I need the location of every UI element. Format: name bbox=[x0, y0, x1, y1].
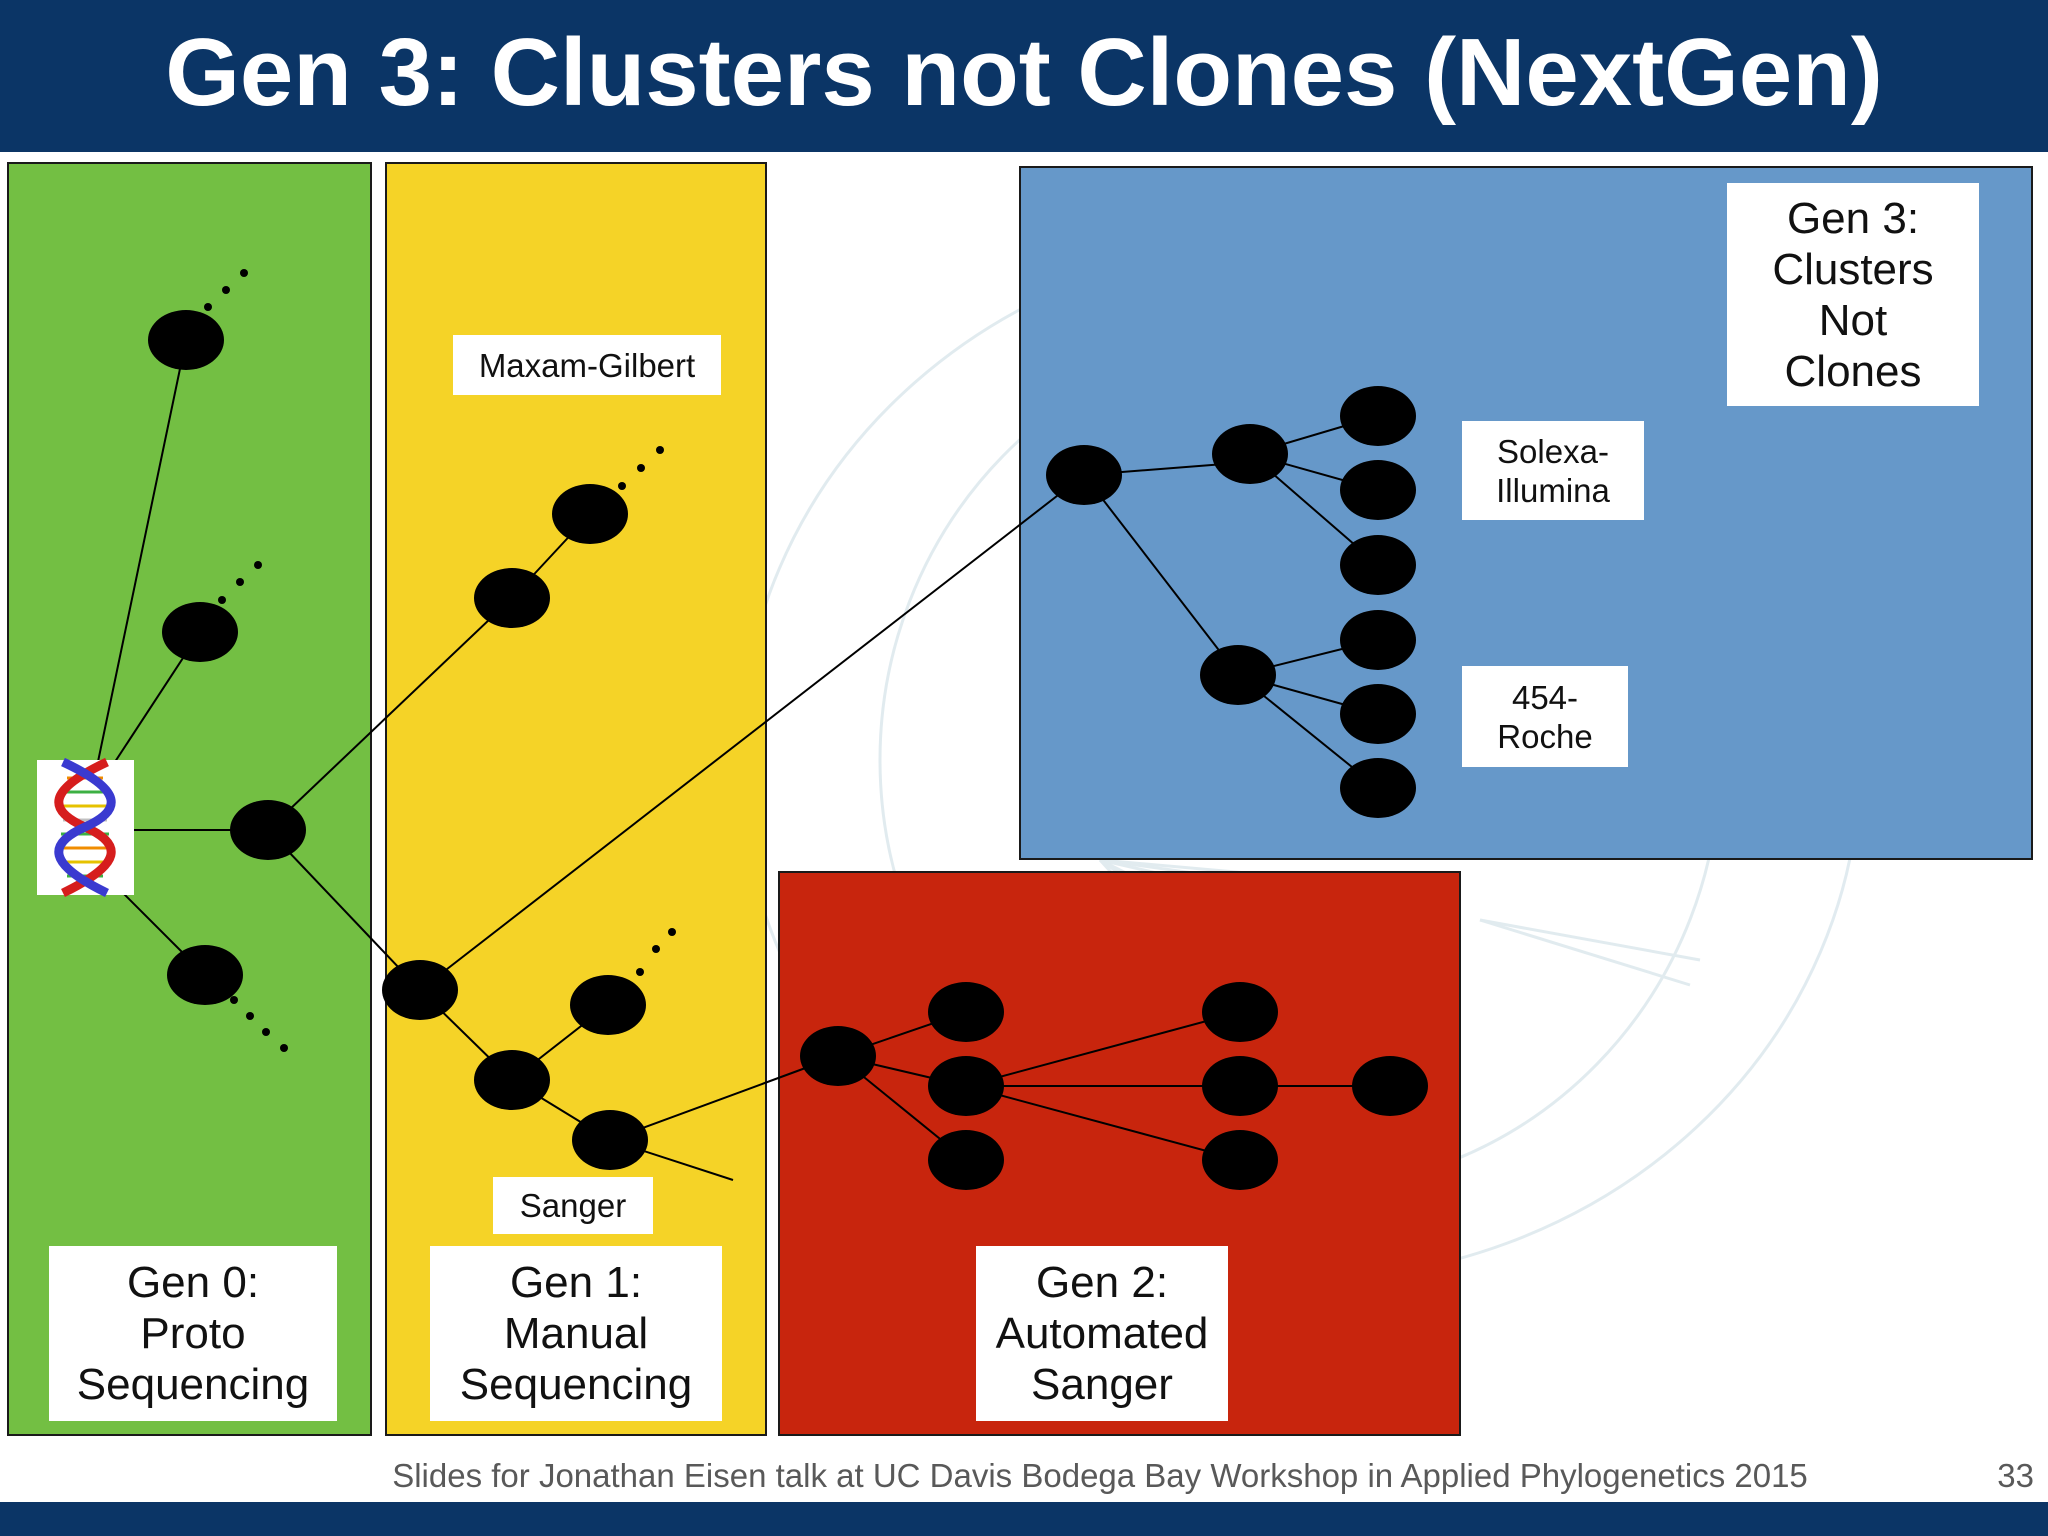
roche-line2: Roche bbox=[1497, 717, 1593, 755]
tree-node bbox=[1340, 684, 1416, 744]
roche-454-label: 454- Roche bbox=[1462, 666, 1628, 767]
tree-node bbox=[1202, 1056, 1278, 1116]
slide-footer: Slides for Jonathan Eisen talk at UC Dav… bbox=[392, 1457, 1808, 1494]
gen2-label-line1: Gen 2: bbox=[1035, 1258, 1169, 1307]
tree-node bbox=[552, 484, 628, 544]
tree-node bbox=[1340, 535, 1416, 595]
tree-node bbox=[1340, 758, 1416, 818]
tree-node bbox=[1212, 424, 1288, 484]
gen1-label-line2: Manual bbox=[503, 1309, 649, 1358]
gen3-label: Gen 3: Clusters Not Clones bbox=[1727, 183, 1979, 406]
gen0-label-line2: Proto bbox=[140, 1309, 246, 1358]
gen1-label-line3: Sequencing bbox=[459, 1360, 693, 1409]
tree-node bbox=[148, 310, 224, 370]
solexa-line1: Solexa- bbox=[1497, 432, 1609, 470]
maxam-gilbert-text: Maxam-Gilbert bbox=[478, 346, 696, 384]
bottom-bar bbox=[0, 1502, 2048, 1536]
tree-node bbox=[1340, 386, 1416, 446]
tree-node bbox=[1200, 645, 1276, 705]
tree-node bbox=[570, 975, 646, 1035]
tree-node bbox=[1340, 460, 1416, 520]
gen3-label-line1: Gen 3: bbox=[1786, 193, 1920, 243]
tree-node bbox=[162, 602, 238, 662]
gen2-label-line3: Sanger bbox=[1031, 1360, 1173, 1409]
gen1-label-line1: Gen 1: bbox=[509, 1258, 643, 1307]
tree-node bbox=[928, 1056, 1004, 1116]
gen0-label: Gen 0: Proto Sequencing bbox=[49, 1246, 337, 1421]
tree-node bbox=[1202, 982, 1278, 1042]
dna-icon bbox=[37, 757, 134, 898]
tree-edges bbox=[89, 339, 1390, 1181]
roche-line1: 454- bbox=[1511, 678, 1579, 716]
solexa-line2: Illumina bbox=[1496, 471, 1610, 509]
gen0-label-line1: Gen 0: bbox=[126, 1258, 260, 1307]
tree-node bbox=[382, 960, 458, 1020]
tree-node bbox=[167, 945, 243, 1005]
tree-node bbox=[474, 1050, 550, 1110]
gen3-label-line4: Clones bbox=[1784, 346, 1922, 396]
gen2-label: Gen 2: Automated Sanger bbox=[976, 1246, 1228, 1421]
gen3-label-line3: Not bbox=[1818, 295, 1888, 345]
page-number: 33 bbox=[1997, 1457, 2034, 1494]
tree-node bbox=[230, 800, 306, 860]
gen3-label-line2: Clusters bbox=[1772, 244, 1934, 294]
solexa-illumina-label: Solexa- Illumina bbox=[1462, 421, 1644, 520]
continuation-dots bbox=[204, 269, 676, 1052]
gen1-label: Gen 1: Manual Sequencing bbox=[430, 1246, 722, 1421]
tree-node bbox=[1340, 610, 1416, 670]
gen0-label-line3: Sequencing bbox=[76, 1360, 310, 1409]
tree-node bbox=[474, 568, 550, 628]
slide-title: Gen 3: Clusters not Clones (NextGen) bbox=[165, 19, 1883, 126]
tree-node bbox=[928, 982, 1004, 1042]
tree-node bbox=[800, 1026, 876, 1086]
tree-node bbox=[572, 1110, 648, 1170]
sanger-text: Sanger bbox=[519, 1187, 627, 1224]
gen2-label-line2: Automated bbox=[995, 1309, 1209, 1358]
tree-node bbox=[1202, 1130, 1278, 1190]
tree-node bbox=[1352, 1056, 1428, 1116]
maxam-gilbert-label: Maxam-Gilbert bbox=[453, 335, 721, 395]
tree-node bbox=[1046, 445, 1122, 505]
sanger-label: Sanger bbox=[493, 1177, 653, 1234]
tree-node bbox=[928, 1130, 1004, 1190]
title-bar bbox=[0, 0, 2048, 152]
tree-nodes bbox=[148, 310, 1428, 1190]
